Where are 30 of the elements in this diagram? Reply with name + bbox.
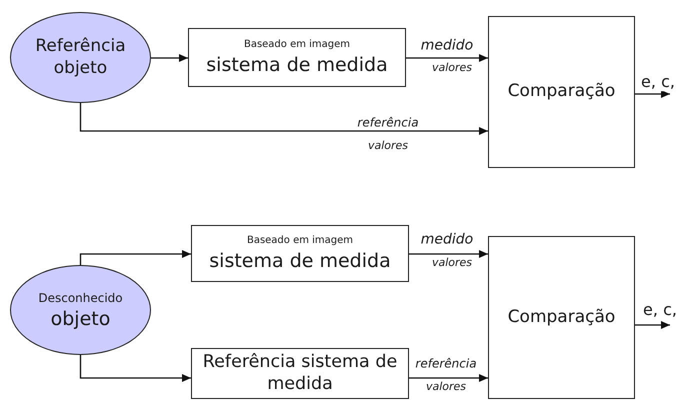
process-box — [191, 348, 409, 399]
edge-label: referência — [356, 116, 420, 130]
node-text: Comparação — [508, 306, 616, 328]
node-text: Baseado em imagem — [246, 235, 354, 248]
process-box — [188, 28, 406, 87]
arrow — [635, 321, 670, 329]
arrow — [80, 103, 488, 135]
value-caption: valores — [424, 380, 468, 394]
arrow — [409, 250, 488, 258]
process-box — [488, 236, 635, 399]
node-text: Comparação — [508, 81, 616, 103]
node-text: sistema de medida — [206, 54, 388, 78]
node-text: sistema de medida — [209, 250, 391, 274]
arrow — [409, 374, 488, 382]
process-box — [191, 225, 409, 282]
node-text: Referência sistema de medida — [202, 352, 398, 396]
arrow — [406, 54, 488, 62]
arrow — [80, 355, 191, 382]
process-box — [488, 16, 635, 168]
edge-label: referência — [414, 357, 478, 371]
arrow — [151, 54, 188, 62]
node-text: Baseado em imagem — [244, 39, 350, 52]
node-text: Referência objeto — [34, 36, 127, 79]
node-text: Desconhecido — [38, 290, 123, 306]
arrow — [80, 250, 191, 265]
arrow — [635, 90, 670, 98]
node-text: objeto — [50, 308, 110, 332]
value-caption: valores — [430, 256, 474, 270]
value-caption: valores — [430, 62, 474, 74]
value-caption: valores — [366, 140, 410, 152]
